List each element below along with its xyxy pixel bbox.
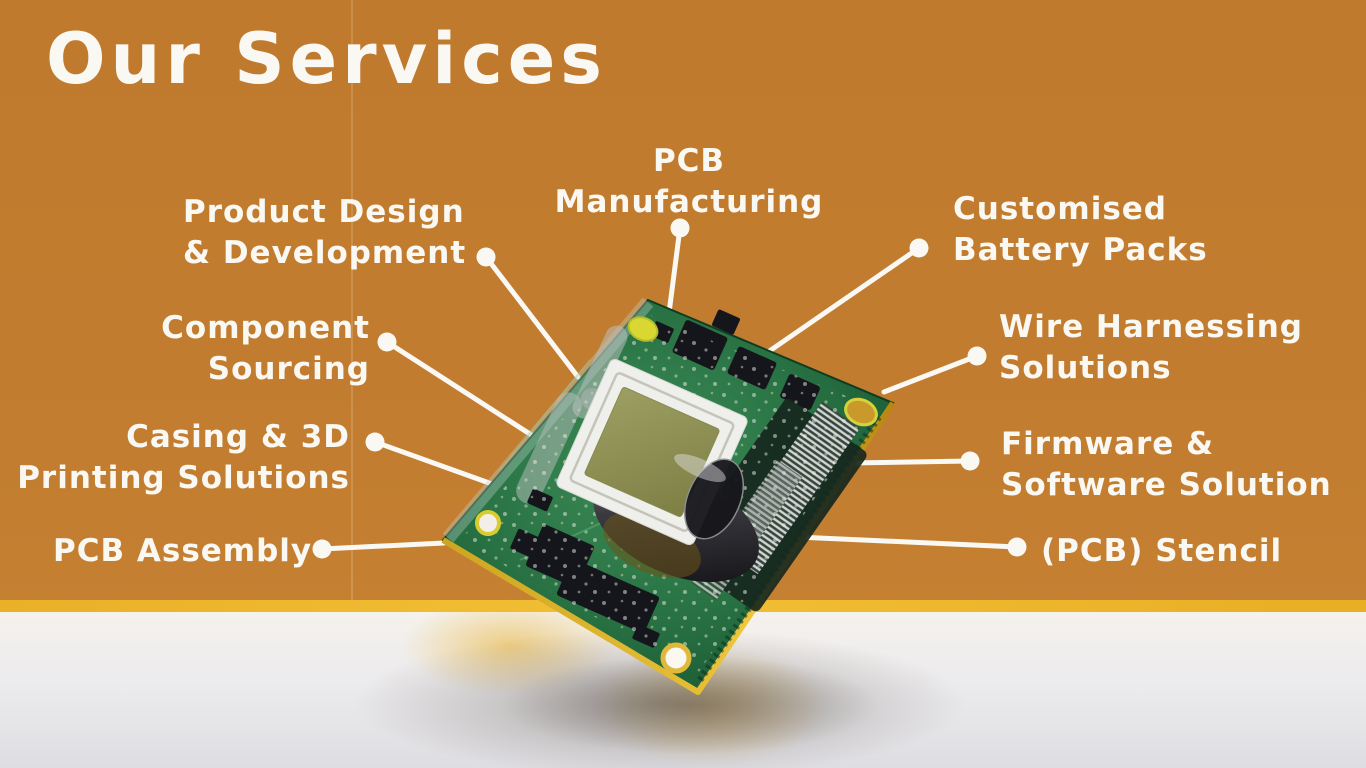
service-label-line: Casing & 3D: [126, 419, 350, 455]
line-component-sourcing: [384, 339, 536, 439]
dot-wire-harnessing: [967, 346, 987, 366]
service-label-line: Wire Harnessing: [999, 309, 1303, 345]
dot-product-design: [476, 247, 496, 267]
service-label-line: Component: [161, 310, 370, 346]
service-label-firmware-software: Firmware & Software Solution: [1001, 424, 1332, 506]
dot-firmware-software: [960, 451, 980, 471]
service-label-line: Manufacturing: [554, 184, 824, 220]
chip: [712, 309, 740, 335]
service-label-line: Solutions: [999, 350, 1172, 386]
mounting-hole-bottom: [660, 642, 692, 674]
dot-pcb-stencil: [1007, 537, 1027, 557]
line-customised-battery: [765, 245, 922, 355]
callout-lines: [319, 225, 1020, 552]
line-pcb-manufacturing: [666, 225, 683, 316]
background-seam-line: [351, 0, 353, 610]
dot-pcb-assembly: [312, 539, 332, 559]
mounting-hole-left: [475, 510, 501, 536]
page-title: Our Services: [46, 18, 607, 100]
mounting-hole-top: [627, 316, 659, 342]
service-label-line: PCB Assembly: [53, 533, 313, 569]
dot-casing-3d: [365, 432, 385, 452]
line-pcb-stencil: [794, 534, 1020, 550]
service-label-product-design: Product Design & Development: [183, 192, 466, 274]
service-label-line: PCB: [652, 143, 726, 179]
service-label-wire-harnessing: Wire Harnessing Solutions: [999, 307, 1303, 389]
line-pcb-assembly: [319, 540, 447, 552]
service-label-customised-battery-packs: Customised Battery Packs: [953, 189, 1208, 271]
line-firmware-software: [846, 458, 973, 466]
service-label-pcb-assembly: PCB Assembly: [53, 531, 312, 572]
service-label-line: Printing Solutions: [17, 460, 350, 496]
trace-line: [499, 359, 591, 471]
line-casing-3d: [372, 439, 495, 487]
dot-component-sourcing: [377, 332, 397, 352]
dot-customised-battery: [909, 238, 929, 258]
service-label-line: Sourcing: [207, 351, 370, 387]
service-label-pcb-manufacturing: PCB Manufacturing: [549, 141, 829, 223]
callout-dots: [312, 218, 1027, 559]
line-product-design: [483, 254, 581, 380]
service-label-line: (PCB) Stencil: [1041, 533, 1283, 569]
dot-pcb-manufacturing: [670, 218, 690, 238]
service-label-component-sourcing: Component Sourcing: [161, 308, 370, 390]
service-label-line: Battery Packs: [953, 232, 1208, 268]
line-wire-harnessing: [881, 353, 980, 395]
mounting-hole-right: [844, 397, 878, 427]
service-label-pcb-stencil: (PCB) Stencil: [1041, 531, 1282, 572]
service-label-casing-3d-printing: Casing & 3D Printing Solutions: [17, 417, 350, 499]
service-label-line: & Development: [183, 235, 467, 271]
clip-highlight: [674, 453, 726, 483]
service-label-line: Product Design: [183, 194, 465, 230]
service-label-line: Software Solution: [1001, 467, 1332, 503]
clip-hook: [683, 458, 745, 540]
service-label-line: Firmware &: [1001, 426, 1215, 462]
circuit-board-photo: [441, 297, 896, 695]
service-label-line: Customised: [953, 191, 1167, 227]
